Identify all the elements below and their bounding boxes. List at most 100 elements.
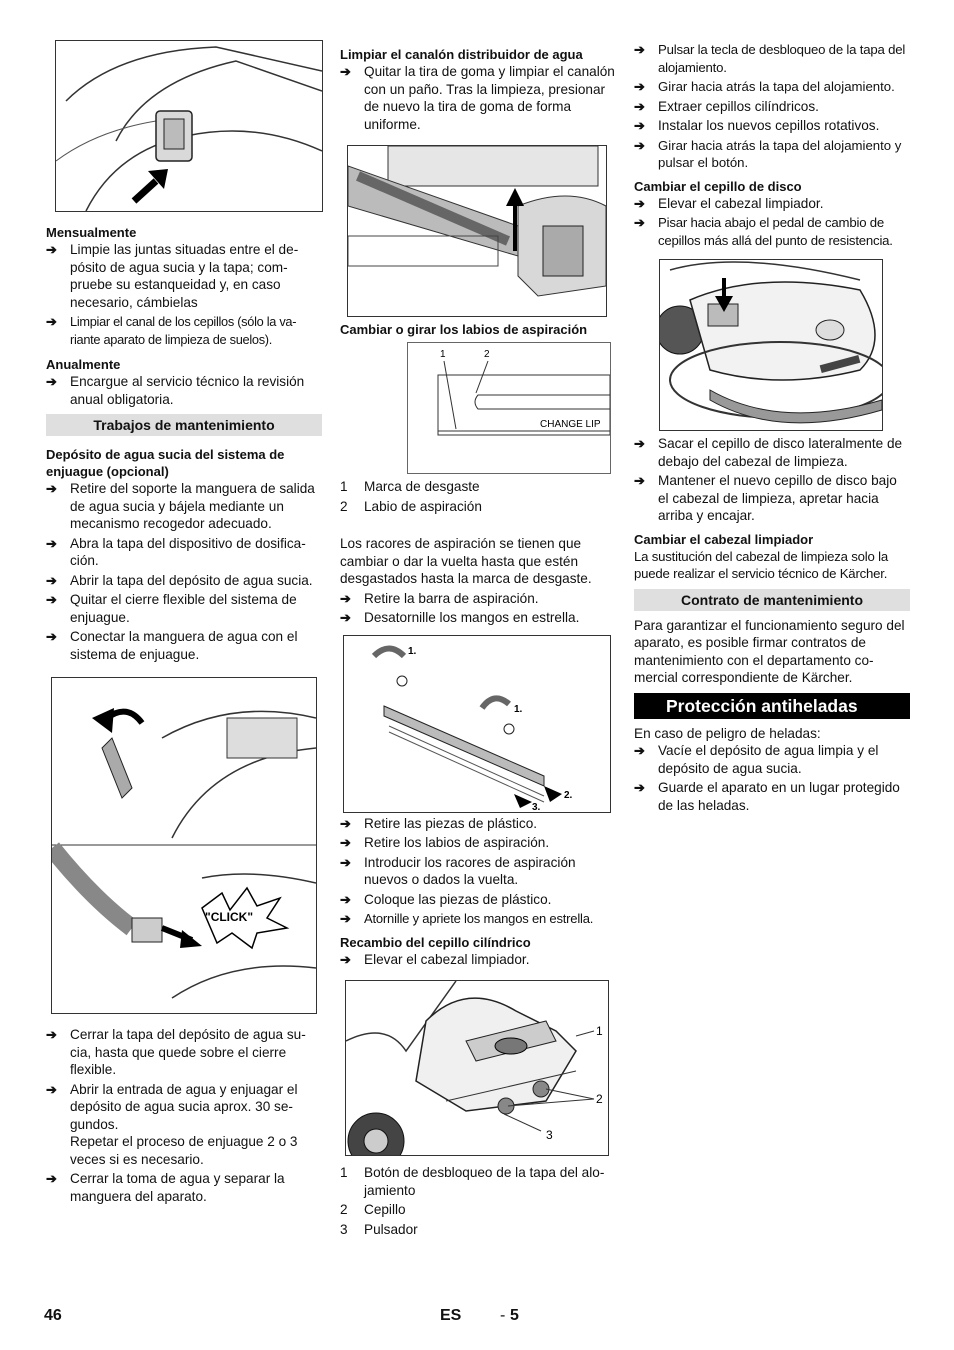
step-item: ➔Elevar el cabezal limpiador. [634,195,910,213]
suction-bar-illustration: 1. 1. 2. 3. [371,645,573,812]
step-text: Guarde el aparato en un lugar protegi­do… [658,780,900,813]
arrow-icon: ➔ [634,42,645,57]
arrow-icon: ➔ [634,436,645,451]
arrow-icon: ➔ [340,951,351,967]
arrow-icon: ➔ [46,314,57,329]
heading-tank: Depósito de agua sucia del sistema de en… [46,447,285,479]
step-1b: 1. [514,704,523,715]
disc-brush-illustration [660,261,882,424]
arrow-icon: ➔ [46,629,57,644]
legend-text: Labio de aspiración [364,498,482,514]
arrow-icon: ➔ [340,891,351,907]
step-text: Instalar los nuevos cepillos rotativos. [658,118,880,133]
tank-lid-illustration [56,46,322,211]
step-text: Abrir la tapa del depósito de agua sucia… [70,572,313,588]
arrow-icon: ➔ [46,592,57,607]
step-item: ➔Quitar el cierre flexible del sistema d… [46,591,322,626]
step-1a: 1. [408,646,417,657]
step-text: Girar hacia atrás la tapa del alojamient… [658,137,902,171]
roller-callout-2: 2 [596,1092,603,1106]
column-2: Limpiar el canalón distribuidor de agua … [340,46,616,1240]
arrow-icon: ➔ [634,195,645,211]
step-item: ➔Abra la tapa del dispositivo de dosific… [46,535,322,570]
step-text: Pulsar la tecla de desbloqueo de la tapa… [658,42,906,75]
step-item: ➔Instalar los nuevos cepillos rotativos. [634,117,910,135]
click-label: "CLICK" [205,910,253,924]
step-item: ➔Retire del soporte la manguera de sali­… [46,480,322,533]
arrow-icon: ➔ [46,374,57,389]
legend-number: 3 [340,1221,348,1237]
step-item: ➔Cerrar la toma de agua y separar la man… [46,1170,322,1205]
arrow-icon: ➔ [340,815,351,831]
step-text: Introducir los racores de aspiración nue… [364,854,576,888]
step-item: ➔ Girar hacia atrás la tapa del alojamien… [634,137,910,172]
heading-monthly: Mensualmente [46,225,137,240]
step-3: 3. [532,802,541,812]
section-bar-contract: Contrato de mantenimiento [634,588,910,611]
heading-roller: Recambio del cepillo cilíndrico [340,934,531,950]
figure-suction-bar: 1. 1. 2. 3. [343,634,611,813]
step-item: ➔ Coloque las piezas de plástico. [340,891,616,909]
arrow-icon: ➔ [46,1027,57,1042]
step-item: ➔ Cerrar la tapa del depósito de agua su­… [46,1026,322,1079]
arrow-icon: ➔ [340,64,351,79]
step-item: ➔ Introducir los racores de aspiración nu… [340,854,616,889]
figure-tank-lid [55,40,323,212]
arrow-icon: ➔ [340,610,351,625]
step-text: Conectar la manguera de agua con el sist… [70,629,298,662]
figure-rinse-connection: "CLICK" [51,677,317,1014]
rinse-connection-illustration: "CLICK" [52,708,316,999]
figure-roller-brush: 1 2 3 [345,980,609,1156]
step-item: ➔Guarde el aparato en un lugar protegi­d… [634,779,910,814]
frost-intro: En caso de peligro de heladas: [634,725,821,741]
column-1: Mensualmente ➔Limpie las juntas situadas… [46,40,323,1207]
page-number: 46 [44,1307,62,1324]
arrow-icon: ➔ [46,1171,57,1186]
head-paragraph: La sustitución del cabezal de limpieza s… [634,548,888,582]
step-text: Abra la tapa del dispositivo de dosifica… [70,535,306,569]
step-text: Girar hacia atrás la tapa del alojamient… [658,79,895,94]
heading-disc: Cambiar el cepillo de disco [634,178,802,194]
legend-number: 2 [340,498,348,514]
arrow-icon: ➔ [340,911,351,926]
arrow-icon: ➔ [46,481,57,496]
change-lip-label: CHANGE LIP [540,419,601,430]
legend-text: Marca de desgaste [364,479,480,494]
step-item: ➔Abrir la tapa del depósito de agua suci… [46,572,322,590]
footer-separator: - [500,1307,506,1324]
step-text: Atornille y apriete los mangos en estrel… [364,911,594,926]
step-text: Extraer cepillos cilíndricos. [658,98,819,114]
contract-paragraph: Para garantizar el funcionamiento seguro… [634,617,905,686]
step-item: ➔ Pulsar la tecla de desbloqueo de la tap… [634,41,910,76]
section-title-frost: Protección antiheladas [634,692,910,719]
arrow-icon: ➔ [46,242,57,257]
step-text: Encargue al servicio técnico la revisión… [70,374,305,407]
step-item: ➔Vacíe el depósito de agua limpia y el d… [634,742,910,777]
figure-disc-brush [659,259,883,431]
step-text: Limpiar el canal de los cepillos (sólo l… [70,314,297,347]
legend-number: 1 [340,1165,348,1180]
arrow-icon: ➔ [634,137,645,153]
roller-brush-illustration: 1 2 3 [346,981,603,1155]
legend-item: 3 Pulsador [340,1221,616,1239]
step-text: Vacíe el depósito de agua limpia y el de… [658,743,879,776]
arrow-icon: ➔ [340,854,351,870]
step-text: Quitar la tira de goma y limpiar el cana… [364,64,615,132]
step-text: Elevar el cabezal limpiador. [364,951,530,967]
step-item: ➔ Atornille y apriete los mangos en estre… [340,910,616,928]
step-text: Retire las piezas de plástico. [364,815,538,831]
step-text: Coloque las piezas de plástico. [364,891,552,907]
arrow-icon: ➔ [634,79,645,94]
arrow-icon: ➔ [634,215,645,230]
legend-text: Pulsador [364,1221,418,1237]
roller-callout-1: 1 [596,1024,603,1038]
column-3: ➔ Pulsar la tecla de desbloqueo de la tap… [634,41,910,816]
lip-wear-illustration: 1 2 CHANGE LIP [437,349,610,436]
step-text: Retire la barra de aspiración. [364,590,539,606]
step-text: Cerrar la tapa del depósito de agua su­c… [70,1027,306,1077]
lip-paragraph: Los racores de aspiración se tienen que … [340,536,592,586]
distributor-illustration [348,146,606,297]
heading-distributor: Limpiar el canalón distribuidor de agua [340,47,583,62]
